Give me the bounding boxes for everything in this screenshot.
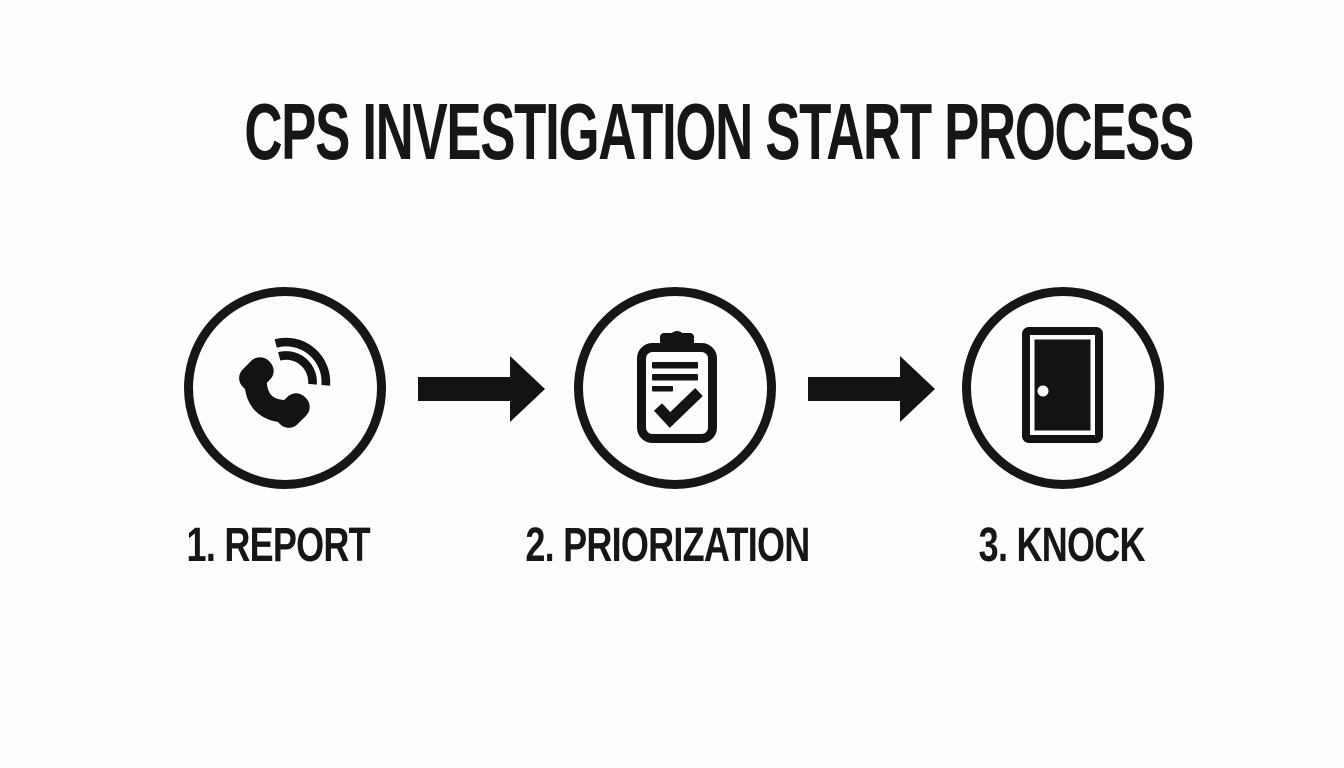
step-label-priorization: 2. PRIORIZATION <box>524 519 810 572</box>
door-icon <box>1022 327 1103 443</box>
phone-call-icon <box>233 335 335 437</box>
step-circle-report <box>184 287 386 489</box>
arrow-right-icon <box>418 354 546 424</box>
arrow-right-icon <box>808 354 936 424</box>
clipboard-check-icon <box>637 330 717 443</box>
diagram-title-text: CPS INVESTIGATION START PROCESS <box>244 87 1194 176</box>
step-circle-knock <box>962 287 1164 489</box>
diagram-title: CPS INVESTIGATION START PROCESS <box>0 92 1344 172</box>
step-circle-priorization <box>574 287 776 489</box>
step-label-report: 1. REPORT <box>186 519 370 572</box>
step-label-knock: 3. KNOCK <box>978 519 1146 572</box>
